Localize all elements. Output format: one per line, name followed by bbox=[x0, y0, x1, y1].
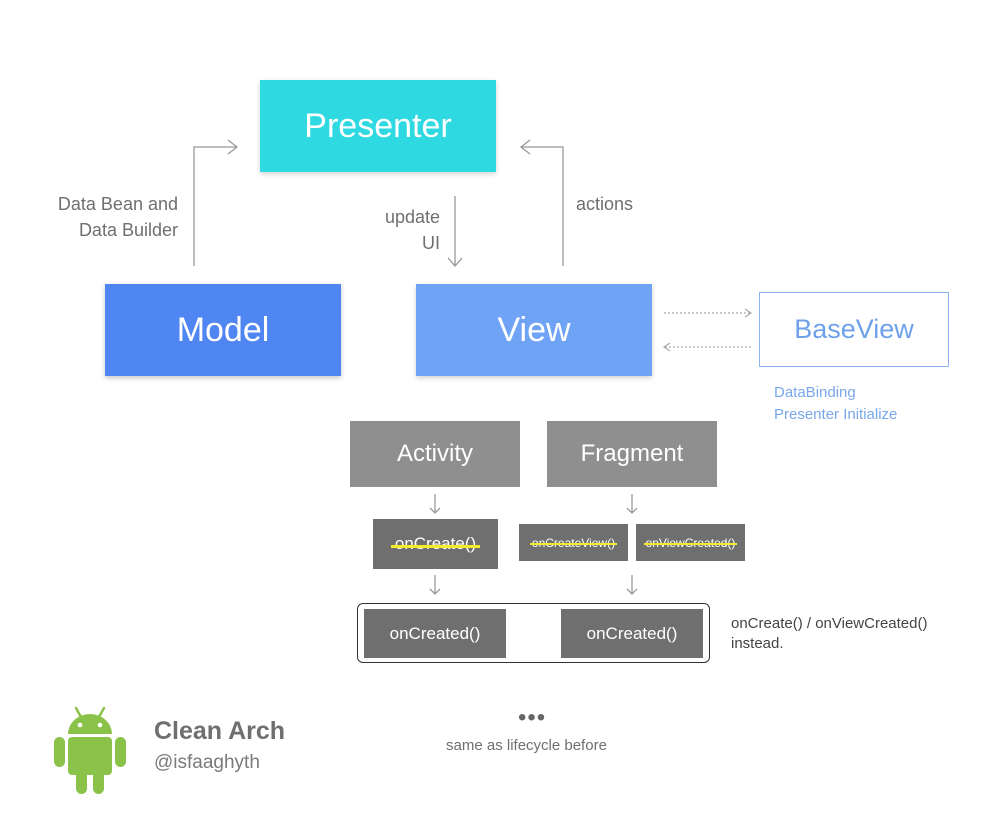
oncreate-label: onCreate() bbox=[390, 534, 481, 553]
oncreateview-deprecated-node: onCreateView() bbox=[519, 524, 628, 561]
model-to-presenter-arrowhead bbox=[227, 139, 239, 155]
view-node: View bbox=[416, 284, 652, 376]
oncreateview-label: onCreateView() bbox=[529, 535, 618, 550]
presenter-label: Presenter bbox=[304, 106, 452, 145]
baseview-label: BaseView bbox=[794, 314, 914, 344]
view-to-presenter-arrowhead bbox=[519, 139, 531, 155]
brand-handle: @isfaaghyth bbox=[154, 752, 260, 773]
onviewcreated-deprecated-node: onViewCreated() bbox=[636, 524, 745, 561]
databinding-note: DataBinding Presenter Initialize bbox=[774, 384, 898, 423]
activity-label: Activity bbox=[396, 440, 473, 467]
oncreated-left-label: onCreated() bbox=[389, 623, 481, 643]
brand-title: Clean Arch bbox=[154, 717, 286, 745]
fragment-label: Fragment bbox=[580, 440, 684, 467]
same-lifecycle-note: same as lifecycle before bbox=[446, 737, 607, 754]
data-bean-label: Data Bean and Data Builder bbox=[57, 194, 178, 240]
presenter-node: Presenter bbox=[260, 80, 496, 172]
model-node: Model bbox=[105, 284, 341, 376]
oncreate-deprecated-node: onCreate() bbox=[373, 519, 498, 569]
model-label: Model bbox=[176, 310, 270, 349]
oncreated-activity-node: onCreated() bbox=[364, 609, 506, 658]
oncreated-right-label: onCreated() bbox=[586, 623, 678, 643]
fragment-node: Fragment bbox=[547, 421, 717, 487]
ellipsis-icon: ••• bbox=[518, 704, 547, 731]
update-ui-label: update UI bbox=[384, 207, 440, 253]
android-robot-icon bbox=[54, 706, 126, 794]
presenter-to-view-arrowhead bbox=[447, 257, 463, 267]
instead-note: onCreate() / onViewCreated() instead. bbox=[731, 615, 928, 652]
view-to-presenter-arrow bbox=[521, 146, 564, 266]
view-label: View bbox=[497, 310, 571, 349]
actions-label: actions bbox=[576, 194, 634, 214]
activity-node: Activity bbox=[350, 421, 520, 487]
baseview-node: BaseView bbox=[759, 292, 949, 367]
oncreated-fragment-node: onCreated() bbox=[561, 609, 703, 658]
onviewcreated-label: onViewCreated() bbox=[643, 535, 738, 550]
model-to-presenter-arrow bbox=[193, 146, 236, 266]
